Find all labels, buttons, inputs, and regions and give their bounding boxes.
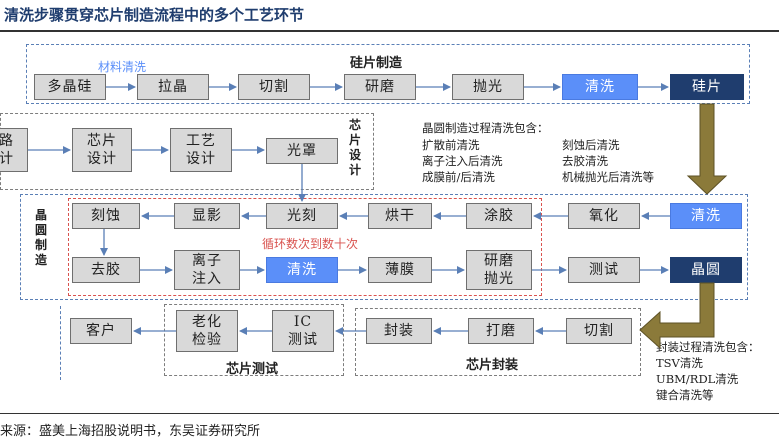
pkg-clean-item: TSV清洗: [656, 356, 703, 370]
pkg-clean-item: UBM/RDL清洗: [656, 372, 739, 386]
step-ic-test: IC 测试: [272, 310, 334, 352]
step-cmp: 研磨 抛光: [466, 250, 532, 290]
step-chip-design: 芯片 设计: [72, 128, 132, 172]
testing-label: 芯片测试: [226, 362, 279, 377]
step-process-design: 工艺 设计: [170, 128, 232, 172]
wafer-fab-frame: [20, 194, 748, 300]
packaging-frame: [355, 308, 641, 376]
step-etch: 刻蚀: [72, 203, 140, 229]
step-crystal-pulling: 拉晶: [137, 74, 209, 100]
wafer-fab-label: 晶圆制造: [34, 208, 47, 267]
fab-clean-list-2: 刻蚀后清洗 去胶清洗 机械抛光后清洗等: [562, 137, 654, 185]
step-wafer-out: 晶圆: [670, 257, 742, 283]
cycle-note: 循环数次到数十次: [262, 237, 359, 251]
fab-clean-item: 去胶清洗: [562, 154, 608, 168]
step-circuit-design: 电路 设计: [0, 128, 28, 172]
step-grinding: 研磨: [344, 74, 416, 100]
fab-clean-item: 刻蚀后清洗: [562, 138, 620, 152]
fab-clean-list-1: 扩散前清洗 离子注入后清洗 成膜前/后清洗: [422, 137, 503, 185]
step-cleaning-silicon: 清洗: [562, 74, 638, 100]
step-thin-film: 薄膜: [368, 257, 432, 283]
step-silicon-wafer: 硅片: [670, 74, 744, 100]
step-package: 封装: [366, 318, 432, 344]
step-oxidation: 氧化: [568, 203, 640, 229]
chip-design-label: 芯片设计: [348, 118, 361, 177]
step-lithography: 光刻: [266, 203, 338, 229]
pkg-clean-heading: 封装过程清洗包含：: [656, 340, 760, 354]
figure-title: 清洗步骤贯穿芯片制造流程中的多个工艺环节: [4, 6, 305, 24]
step-polish-pkg: 打磨: [468, 318, 534, 344]
step-coat: 涂胶: [466, 203, 532, 229]
wafer-mfg-frame: [26, 44, 750, 104]
big-arrow-down: [686, 103, 728, 195]
step-cleaning-fab-in: 清洗: [670, 203, 742, 229]
left-link-line: [60, 306, 61, 380]
fab-clean-item: 成膜前/后清洗: [422, 170, 495, 184]
step-photomask: 光罩: [266, 138, 338, 164]
step-strip: 去胶: [72, 257, 140, 283]
wafer-mfg-label: 硅片制造: [350, 56, 403, 71]
step-polishing: 抛光: [452, 74, 524, 100]
step-develop: 显影: [174, 203, 240, 229]
fab-clean-heading: 晶圆制造过程清洗包含：: [422, 121, 549, 135]
step-ion-implant: 离子 注入: [174, 250, 240, 290]
fab-clean-item: 机械抛光后清洗等: [562, 170, 654, 184]
pkg-clean-note: 封装过程清洗包含： TSV清洗 UBM/RDL清洗 键合清洗等: [656, 339, 760, 403]
step-customer: 客户: [70, 318, 132, 344]
top-rule: [0, 30, 779, 32]
bottom-rule: [0, 413, 779, 414]
packaging-label: 芯片封装: [466, 358, 519, 373]
fab-clean-item: 离子注入后清洗: [422, 154, 503, 168]
big-arrow-elbow: [639, 282, 715, 350]
source-note: 来源：盛美上海招股说明书，东吴证券研究所: [0, 424, 261, 439]
step-slicing: 切割: [238, 74, 310, 100]
pkg-clean-item: 键合清洗等: [656, 388, 714, 402]
fab-clean-item: 扩散前清洗: [422, 138, 480, 152]
step-bake: 烘干: [368, 203, 432, 229]
step-dicing: 切割: [566, 318, 632, 344]
step-test: 测试: [568, 257, 640, 283]
testing-frame: [164, 304, 344, 376]
step-cleaning-fab: 清洗: [266, 257, 338, 283]
material-clean-label: 材料清洗: [98, 60, 147, 74]
step-polysilicon: 多晶硅: [34, 74, 106, 100]
step-aging-inspection: 老化 检验: [176, 310, 238, 352]
